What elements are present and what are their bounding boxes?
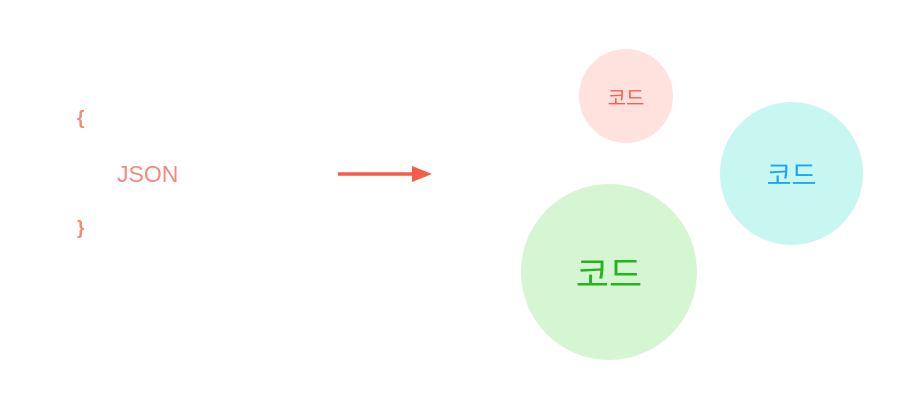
- code-bubble-small: 코드: [579, 49, 673, 143]
- code-bubble-medium: 코드: [720, 102, 863, 245]
- json-source-block: { JSON }: [0, 0, 300, 406]
- code-bubble-medium-label: 코드: [766, 161, 817, 192]
- json-label: JSON: [117, 161, 179, 187]
- open-brace: {: [77, 108, 85, 129]
- code-bubble-large: 코드: [521, 184, 697, 360]
- right-arrow-icon: [338, 166, 432, 182]
- code-bubble-large-label: 코드: [575, 255, 643, 296]
- close-brace: }: [77, 218, 85, 239]
- code-bubble-small-label: 코드: [607, 85, 645, 110]
